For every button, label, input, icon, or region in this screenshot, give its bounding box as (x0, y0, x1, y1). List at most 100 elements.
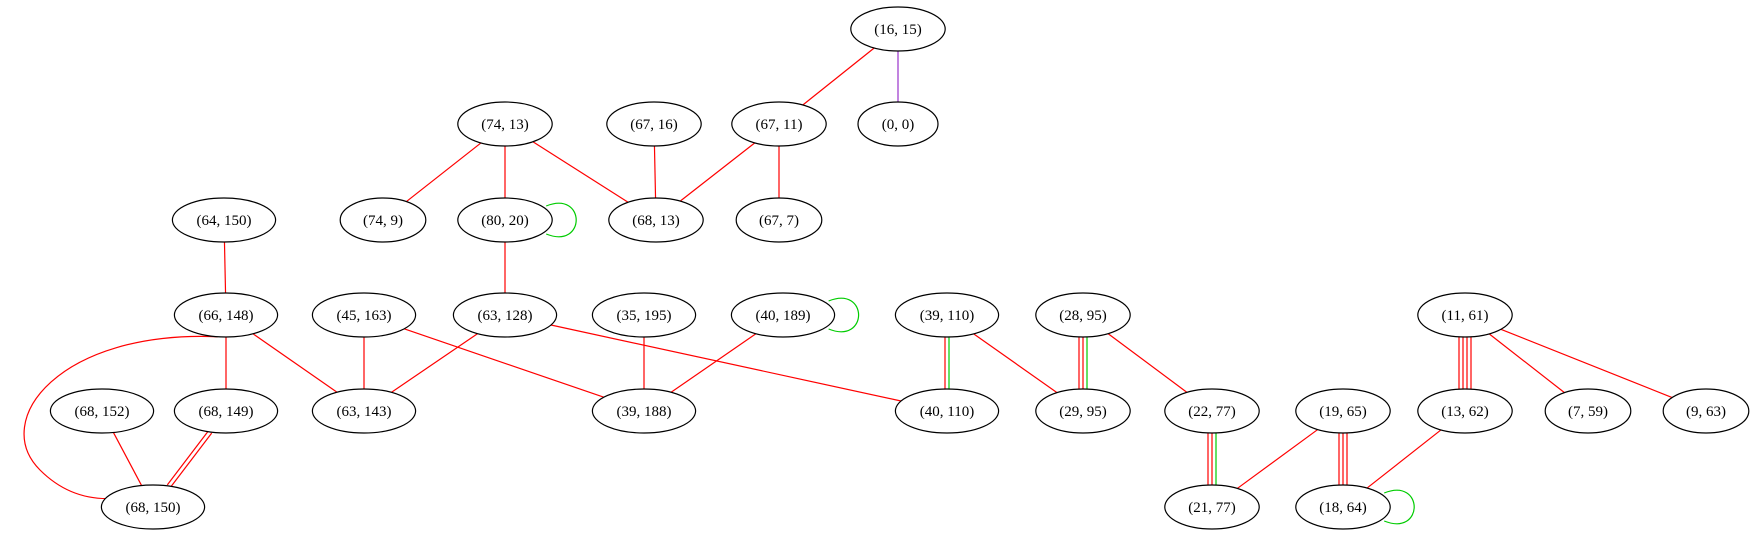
graph-node: (68, 150) (100, 484, 206, 530)
graph-edge (391, 333, 478, 393)
graph-node: (80, 20) (457, 197, 553, 243)
graph-edge (802, 47, 875, 106)
node-ellipse (1035, 388, 1131, 434)
graph-node: (19, 65) (1295, 388, 1391, 434)
node-label: (64, 150) (197, 213, 252, 229)
node-ellipse (452, 292, 558, 338)
self-loop-edge (828, 297, 860, 333)
graph-edge (1488, 333, 1565, 394)
graph-edge (252, 333, 338, 393)
node-ellipse (731, 101, 827, 147)
node-label: (22, 77) (1188, 404, 1236, 420)
graph-edge (223, 241, 227, 294)
node-ellipse (591, 388, 697, 434)
graph-edge (1236, 429, 1319, 489)
node-ellipse (850, 6, 946, 52)
graph-node: (39, 188) (591, 388, 697, 434)
self-loop-edge (1383, 489, 1415, 525)
node-label: (40, 189) (756, 308, 811, 324)
node-ellipse (311, 388, 417, 434)
node-ellipse (730, 292, 836, 338)
node-ellipse (1295, 484, 1391, 530)
self-loop-edge (545, 202, 577, 238)
node-label: (67, 16) (630, 117, 678, 133)
graph-node: (64, 150) (171, 197, 277, 243)
node-ellipse (49, 388, 155, 434)
graph-edge (170, 432, 213, 488)
node-ellipse (1417, 388, 1513, 434)
graph-node: (67, 11) (731, 101, 827, 147)
graph-node: (22, 77) (1164, 388, 1260, 434)
node-label: (67, 7) (759, 213, 799, 229)
node-label: (16, 15) (874, 22, 922, 38)
graph-edge (1366, 429, 1442, 489)
node-ellipse (457, 101, 553, 147)
graph-node: (63, 128) (452, 292, 558, 338)
graph-edge (973, 333, 1058, 394)
graph-node: (35, 195) (591, 292, 697, 338)
node-label: (29, 95) (1059, 404, 1107, 420)
graph-node: (21, 77) (1164, 484, 1260, 530)
graph-node: (28, 95) (1035, 292, 1131, 338)
graph-node: (66, 148) (173, 292, 279, 338)
graph-edge (1107, 333, 1188, 393)
node-ellipse (735, 197, 823, 243)
graph-node: (13, 62) (1417, 388, 1513, 434)
graph-node: (67, 16) (606, 101, 702, 147)
graph-node: (7, 59) (1544, 388, 1632, 434)
node-ellipse (173, 292, 279, 338)
graph-node: (40, 189) (730, 292, 836, 338)
node-label: (68, 150) (126, 500, 181, 516)
graph-node: (74, 9) (339, 197, 427, 243)
node-ellipse (171, 197, 277, 243)
graph-edge (679, 142, 756, 202)
graph-node: (0, 0) (857, 101, 939, 147)
node-label: (66, 148) (199, 308, 254, 324)
node-label: (63, 143) (337, 404, 392, 420)
node-label: (7, 59) (1568, 404, 1608, 420)
node-ellipse (1295, 388, 1391, 434)
node-ellipse (173, 388, 279, 434)
node-ellipse (894, 292, 1000, 338)
node-label: (9, 63) (1686, 404, 1726, 420)
node-label: (40, 110) (920, 404, 974, 420)
node-label: (68, 152) (75, 404, 130, 420)
graph-node: (68, 149) (173, 388, 279, 434)
node-ellipse (606, 101, 702, 147)
node-ellipse (1417, 292, 1513, 338)
graph-edge (550, 324, 902, 402)
graph-edge (1500, 328, 1673, 399)
node-label: (74, 13) (481, 117, 529, 133)
node-ellipse (339, 197, 427, 243)
node-label: (39, 188) (617, 404, 672, 420)
nodes-layer: (16, 15) (67, 11) (0, 0) (74, 13) (67, 16) (7… (49, 6, 1750, 530)
graph-node: (45, 163) (311, 292, 417, 338)
node-label: (39, 110) (920, 308, 974, 324)
graph-edge (112, 432, 143, 486)
graph-node: (74, 13) (457, 101, 553, 147)
edges-layer (23, 47, 1673, 525)
node-label: (68, 149) (199, 404, 254, 420)
graph-node: (39, 110) (894, 292, 1000, 338)
node-label: (19, 65) (1319, 404, 1367, 420)
graph-edge (406, 142, 482, 203)
graph-node: (63, 143) (311, 388, 417, 434)
graph-node: (40, 110) (894, 388, 1000, 434)
node-label: (11, 61) (1442, 308, 1489, 324)
node-label: (63, 128) (478, 308, 533, 324)
graph-edge (670, 333, 757, 393)
node-ellipse (1164, 484, 1260, 530)
node-ellipse (1164, 388, 1260, 434)
graph-node: (11, 61) (1417, 292, 1513, 338)
node-ellipse (1662, 388, 1750, 434)
node-label: (21, 77) (1188, 500, 1236, 516)
node-ellipse (894, 388, 1000, 434)
node-ellipse (311, 292, 417, 338)
graph-edge (404, 328, 604, 398)
graph-node: (68, 13) (608, 197, 704, 243)
graph-node: (9, 63) (1662, 388, 1750, 434)
node-label: (68, 13) (632, 213, 680, 229)
node-label: (67, 11) (756, 117, 803, 133)
